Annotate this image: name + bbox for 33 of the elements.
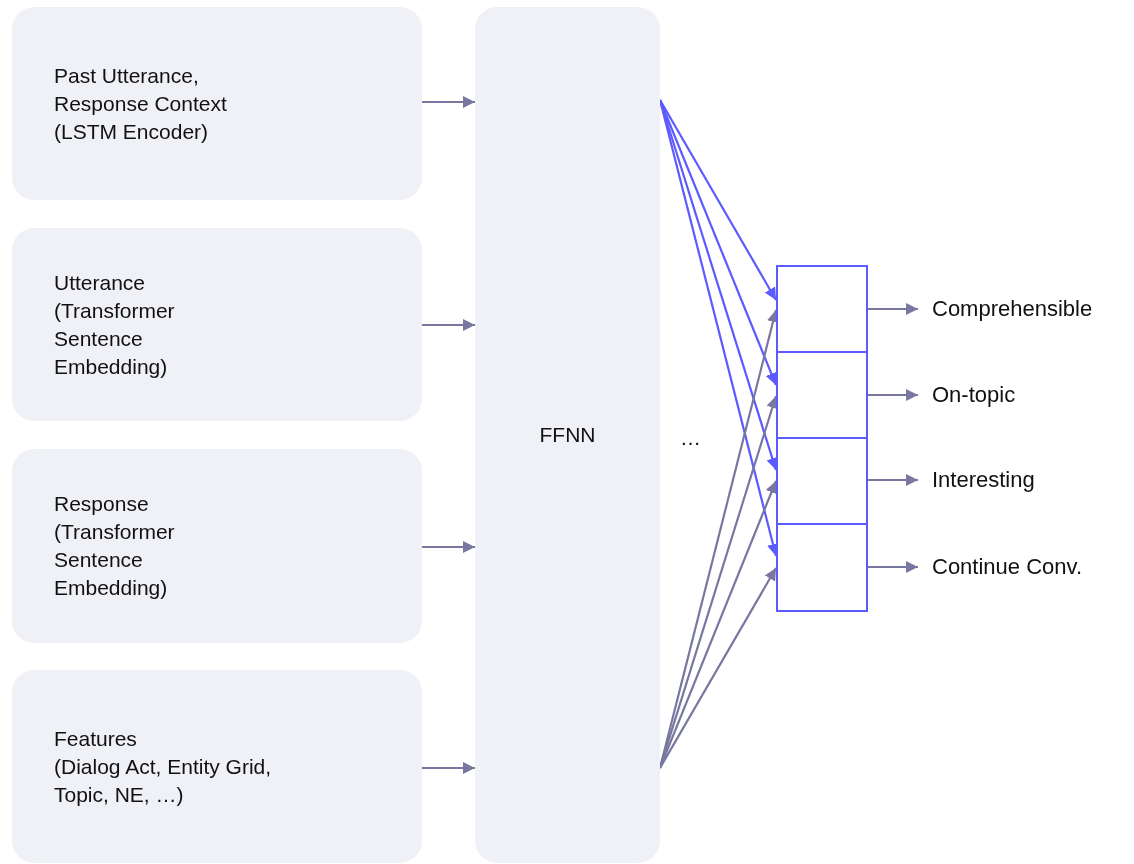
input-title: Past Utterance, Response Context	[54, 62, 228, 117]
arrow	[868, 473, 918, 487]
arrow	[659, 567, 777, 769]
output-label: Interesting	[932, 466, 1035, 494]
input-box	[12, 228, 422, 421]
ellipsis-label: …	[680, 425, 701, 451]
input-box	[12, 449, 422, 643]
input-box	[12, 670, 422, 863]
output-cell	[776, 523, 868, 612]
input-description: (LSTM Encoder)	[54, 118, 210, 145]
input-title: Response	[54, 491, 150, 517]
output-label: Continue Conv.	[932, 553, 1082, 581]
output-cell	[776, 265, 868, 354]
input-title: Features	[54, 725, 138, 752]
ffnn-box	[475, 7, 660, 863]
output-cell	[776, 351, 868, 440]
input-title: Utterance	[54, 269, 147, 296]
arrow	[868, 388, 918, 402]
output-cell	[776, 437, 868, 526]
output-label: Comprehensible	[932, 295, 1093, 323]
arrow	[422, 95, 475, 109]
arrow	[868, 302, 918, 316]
output-label: On-topic	[932, 381, 1016, 409]
arrow	[868, 560, 918, 574]
arrow	[422, 761, 475, 775]
layer-label: FFNN	[539, 422, 596, 448]
input-description: (Transformer Sentence Embedding)	[54, 519, 176, 601]
input-box	[12, 7, 422, 200]
input-description: (Transformer Sentence Embedding)	[54, 297, 176, 380]
arrow	[422, 540, 475, 554]
input-description: (Dialog Act, Entity Grid, Topic, NE, …)	[54, 753, 273, 808]
arrow	[422, 318, 475, 332]
arrow	[659, 99, 777, 301]
